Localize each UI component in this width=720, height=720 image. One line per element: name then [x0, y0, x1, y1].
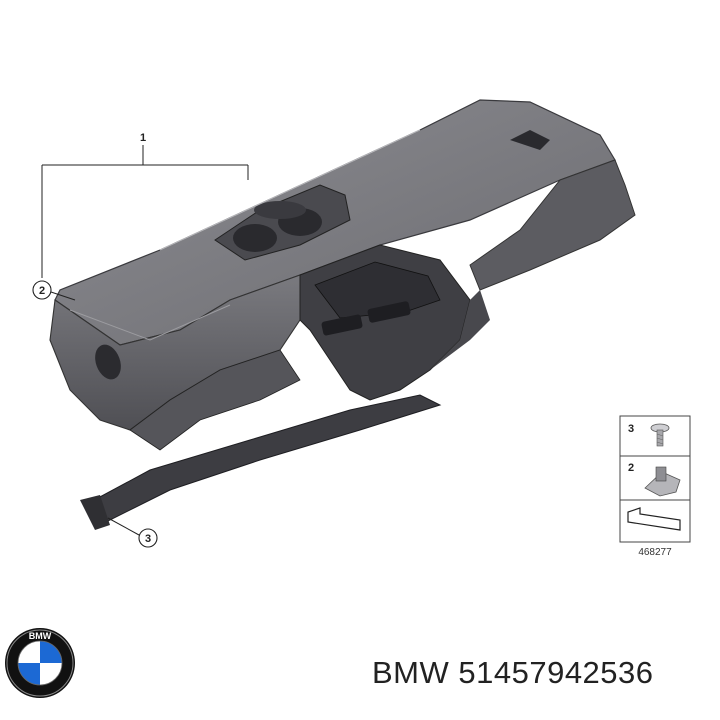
- parts-legend: 3 2 468277: [619, 415, 691, 558]
- callout-3-label: 3: [145, 533, 151, 545]
- screw-icon: [650, 423, 670, 447]
- callout-1: 1: [41, 132, 249, 278]
- instrument-panel: [49, 99, 636, 530]
- bmw-roundel-icon: BMW: [5, 628, 75, 698]
- logo-letters: BMW: [29, 631, 52, 641]
- clip-nut-icon: [644, 466, 681, 497]
- legend-item-screw-label: 3: [628, 423, 634, 435]
- callout-1-label: 1: [140, 132, 146, 144]
- callout-3: 3: [107, 517, 158, 548]
- legend-item-clip-label: 2: [628, 462, 634, 474]
- diagram-reference-number: 468277: [638, 547, 672, 558]
- callout-2-label: 2: [39, 285, 45, 297]
- part-number-caption: BMW 51457942536: [372, 655, 654, 690]
- callout-2: 2: [32, 280, 76, 301]
- bracket-reference-icon: [627, 507, 681, 531]
